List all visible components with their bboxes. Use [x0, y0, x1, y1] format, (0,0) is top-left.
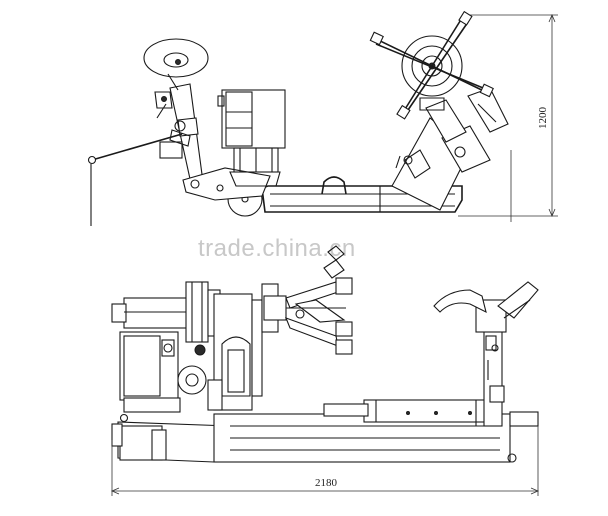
top-tool-arm [433, 281, 539, 427]
side-view: 1200 [87, 10, 558, 226]
width-dimension: 2180 [110, 426, 540, 496]
height-dimension: 1200 [458, 13, 558, 222]
top-view: 2180 [110, 245, 540, 496]
side-tool-column [154, 83, 271, 201]
watermark-text: trade.china.cn [198, 235, 356, 262]
side-control-lever [87, 129, 191, 226]
width-label: 2180 [315, 477, 338, 489]
top-control-box [119, 331, 207, 413]
height-label: 1200 [537, 107, 549, 130]
top-center-column [207, 293, 263, 411]
top-chuck-jaws [261, 245, 353, 355]
side-bead-disc [143, 38, 209, 91]
side-control-box [217, 89, 286, 187]
side-chuck [369, 10, 494, 120]
side-right-column [391, 87, 509, 211]
top-base-frame [111, 399, 539, 463]
